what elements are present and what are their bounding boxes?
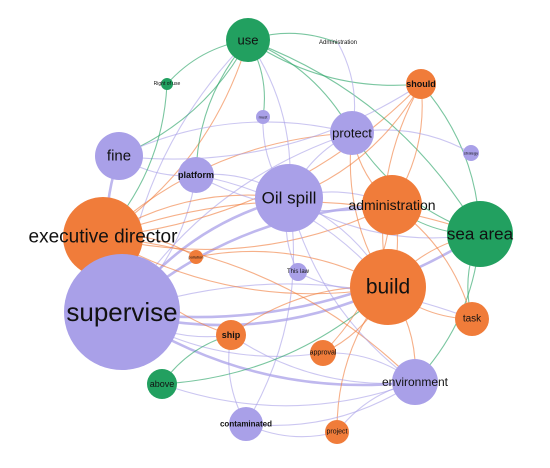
node-circle-protect xyxy=(330,111,374,155)
node-label-sea-area: sea area xyxy=(447,225,514,244)
node-circle-must xyxy=(256,110,270,124)
node-label-must: must xyxy=(259,115,269,120)
edge-fine-should xyxy=(118,83,422,160)
node-label-approval: approval xyxy=(310,350,337,357)
node-circle-supervise xyxy=(64,254,180,370)
node-circle-administration xyxy=(362,175,422,235)
node-strategy: strategy xyxy=(463,145,479,161)
node-label-environment: environment xyxy=(382,375,449,389)
node-label-protect: protect xyxy=(332,126,372,141)
node-label-executive-director: executive director xyxy=(29,227,179,248)
node-label-right-of-use: Right of use xyxy=(154,81,181,87)
node-label-fine: fine xyxy=(107,148,131,165)
node-label-administration-small: Administration xyxy=(319,40,357,46)
node-label-project: project xyxy=(326,429,347,436)
node-label-ship: ship xyxy=(222,330,241,340)
node-pollution: pollution xyxy=(189,250,204,264)
node-project: project xyxy=(325,420,349,444)
node-must: must xyxy=(256,110,270,124)
edge-executive_director-environment xyxy=(102,236,416,383)
node-oil-spill: Oil spill xyxy=(255,164,323,232)
node-circle-contaminated xyxy=(229,407,263,441)
node-circle-environment xyxy=(392,359,438,405)
node-approval: approval xyxy=(310,340,337,366)
node-ship: ship xyxy=(216,320,246,350)
node-build: build xyxy=(350,249,426,325)
node-label-contaminated: contaminated xyxy=(220,420,272,429)
node-circle-strategy xyxy=(463,145,479,161)
node-environment: environment xyxy=(382,359,449,405)
node-label-oil-spill: Oil spill xyxy=(262,189,317,208)
node-circle-ship xyxy=(216,320,246,350)
node-protect: protect xyxy=(330,111,374,155)
node-label-task: task xyxy=(463,314,482,325)
node-label-strategy: strategy xyxy=(464,151,478,156)
node-task: task xyxy=(455,302,489,336)
node-label-this-law: This law xyxy=(287,269,310,275)
node-label-pollution: pollution xyxy=(189,255,204,260)
node-contaminated: contaminated xyxy=(220,407,272,441)
node-circle-task xyxy=(455,302,489,336)
node-use: use xyxy=(226,18,270,62)
node-administration-small: Administration xyxy=(319,40,357,46)
node-circle-oil-spill xyxy=(255,164,323,232)
node-right-of-use: Right of use xyxy=(154,78,181,90)
edge-use-should xyxy=(247,39,422,86)
node-circle-pollution xyxy=(189,250,203,264)
node-label-administration: administration xyxy=(348,197,435,213)
edge-environment-above xyxy=(161,381,416,407)
node-sea-area: sea area xyxy=(447,201,514,267)
node-supervise: supervise xyxy=(64,254,180,370)
node-platform: platform xyxy=(178,157,214,193)
node-label-platform: platform xyxy=(178,170,214,180)
node-should: should xyxy=(406,69,436,99)
node-label-supervise: supervise xyxy=(66,297,177,327)
node-circle-fine xyxy=(95,132,143,180)
node-circle-use xyxy=(226,18,270,62)
node-circle-build xyxy=(350,249,426,325)
edge-sea_area-use xyxy=(247,39,481,235)
node-label-build: build xyxy=(366,276,410,299)
edge-environment-ship xyxy=(230,334,416,384)
node-circle-approval xyxy=(310,340,336,366)
node-label-above: above xyxy=(150,379,175,389)
node-circle-should xyxy=(406,69,436,99)
node-circle-above xyxy=(147,369,177,399)
node-circle-this-law xyxy=(289,263,307,281)
node-label-should: should xyxy=(406,79,436,89)
node-fine: fine xyxy=(95,132,143,180)
node-circle-right-of-use xyxy=(161,78,173,90)
node-circle-platform xyxy=(178,157,214,193)
node-circle-sea-area xyxy=(447,201,513,267)
node-this-law: This law xyxy=(287,263,310,281)
node-label-use: use xyxy=(238,33,259,48)
edge-use-fine xyxy=(118,39,249,157)
node-above: above xyxy=(147,369,177,399)
edge-fine-protect xyxy=(118,121,353,157)
node-administration: administration xyxy=(348,175,436,235)
node-circle-project xyxy=(325,420,349,444)
